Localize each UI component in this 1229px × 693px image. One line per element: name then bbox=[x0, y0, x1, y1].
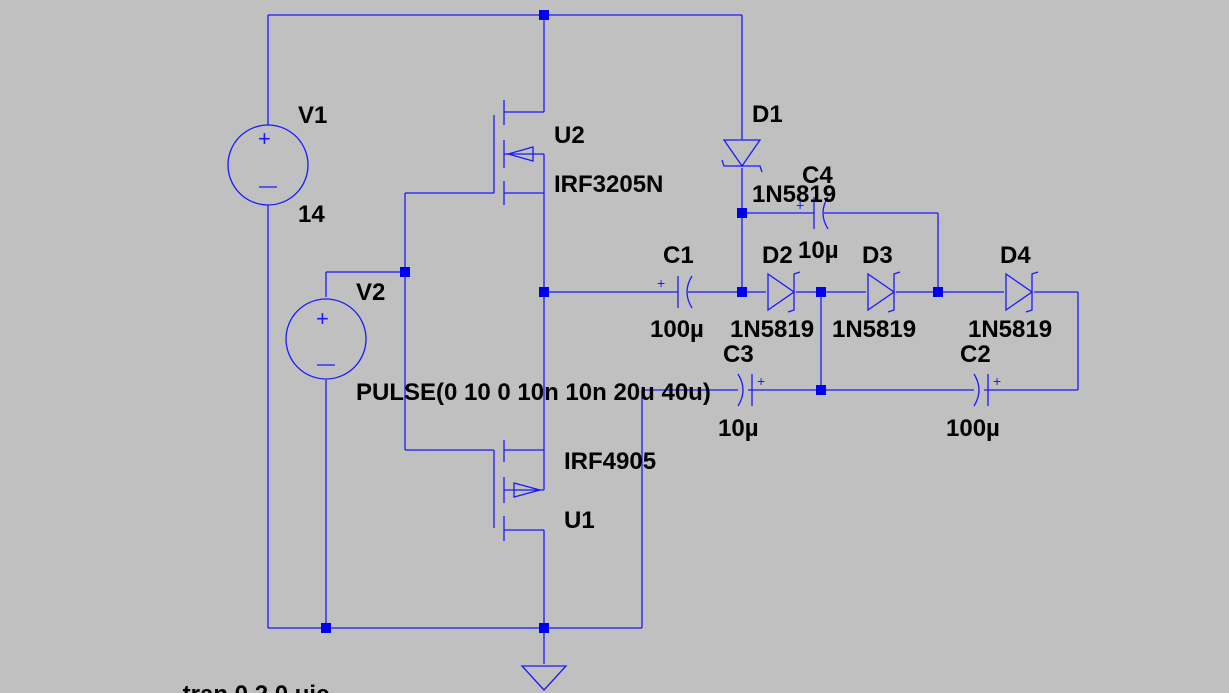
c4-capacitor[interactable]: + bbox=[796, 196, 829, 230]
v1-value-label: 14 bbox=[298, 201, 325, 228]
d2-schottky-diode[interactable] bbox=[767, 271, 801, 313]
u1-model-label: IRF4905 bbox=[564, 448, 656, 475]
d3-name-label: D3 bbox=[862, 242, 893, 269]
c3-capacitor[interactable]: + bbox=[737, 373, 765, 407]
d4-schottky-diode[interactable] bbox=[1005, 271, 1039, 313]
c1-capacitor[interactable]: + bbox=[657, 275, 693, 309]
v2-voltage-source[interactable]: + bbox=[285, 298, 367, 380]
c2-capacitor[interactable]: + bbox=[973, 373, 1001, 407]
d1-name-label: D1 bbox=[752, 101, 783, 128]
d3-model-label: 1N5819 bbox=[832, 316, 916, 343]
c1-name-label: C1 bbox=[663, 242, 694, 269]
u2-model-label: IRF3205N bbox=[554, 171, 663, 198]
u1-name-label: U1 bbox=[564, 507, 595, 534]
c1-value-label: 100µ bbox=[650, 316, 704, 343]
ground-icon bbox=[520, 665, 568, 691]
junction-dot bbox=[539, 287, 549, 297]
v2-name-label: V2 bbox=[356, 279, 385, 306]
u2-name-label: U2 bbox=[554, 122, 585, 149]
junction-dot bbox=[816, 385, 826, 395]
d2-name-label: D2 bbox=[762, 242, 793, 269]
junction-dot bbox=[737, 208, 747, 218]
c3-value-label: 10µ bbox=[718, 415, 759, 442]
d1-model-label: 1N5819 bbox=[752, 181, 836, 208]
junction-dot bbox=[400, 267, 410, 277]
junctions bbox=[321, 10, 943, 633]
c4-value-label: 10µ bbox=[798, 237, 839, 264]
c2-name-label: C2 bbox=[960, 341, 991, 368]
v1-name-label: V1 bbox=[298, 102, 327, 129]
junction-dot bbox=[539, 10, 549, 20]
svg-text:+: + bbox=[657, 275, 665, 291]
d4-name-label: D4 bbox=[1000, 242, 1031, 269]
d3-schottky-diode[interactable] bbox=[867, 271, 901, 313]
junction-dot bbox=[933, 287, 943, 297]
d4-model-label: 1N5819 bbox=[968, 316, 1052, 343]
v1-voltage-source[interactable]: + bbox=[227, 124, 309, 206]
junction-dot bbox=[737, 287, 747, 297]
svg-text:+: + bbox=[796, 197, 804, 213]
u1-pmos-transistor[interactable] bbox=[493, 440, 545, 541]
u2-nmos-transistor[interactable] bbox=[493, 100, 545, 205]
svg-text:+: + bbox=[993, 373, 1001, 389]
d2-model-label: 1N5819 bbox=[730, 316, 814, 343]
d1-schottky-diode[interactable] bbox=[721, 138, 763, 173]
svg-text:+: + bbox=[757, 373, 765, 389]
svg-text:+: + bbox=[316, 306, 329, 331]
c4-name-label: C4 bbox=[802, 162, 833, 189]
junction-dot bbox=[816, 287, 826, 297]
svg-text:+: + bbox=[258, 126, 271, 151]
v2-value-label: PULSE(0 10 0 10n 10n 20u 40u) bbox=[356, 379, 711, 406]
spice-directive[interactable]: .tran 0 2 0 uic bbox=[176, 681, 329, 693]
c3-name-label: C3 bbox=[723, 341, 754, 368]
junction-dot bbox=[321, 623, 331, 633]
c2-value-label: 100µ bbox=[946, 415, 1000, 442]
junction-dot bbox=[539, 623, 549, 633]
